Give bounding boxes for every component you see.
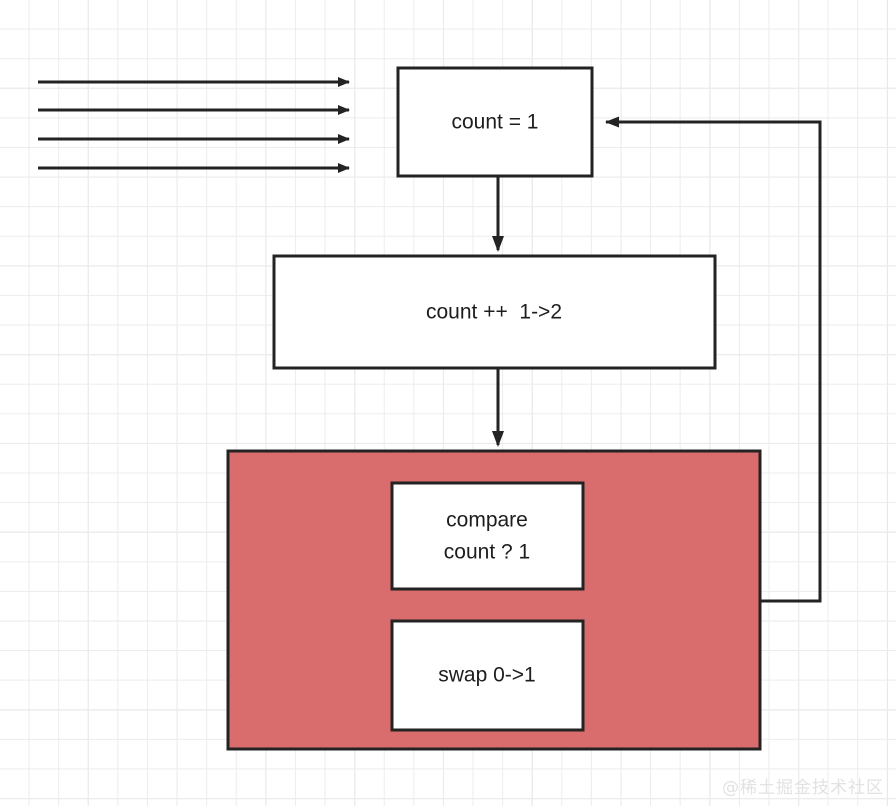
node-increment[interactable] [272, 254, 717, 370]
node-init[interactable] [396, 66, 594, 178]
watermark: @稀土掘金技术社区 [722, 778, 884, 798]
node-swap[interactable] [390, 619, 585, 732]
loop-back-arrow [605, 116, 822, 603]
node-init-label: count = 1 [452, 111, 539, 134]
node-compare-label-line2: count ? 1 [444, 541, 530, 564]
node-compare[interactable] [390, 481, 585, 591]
node-swap-label: swap 0->1 [438, 664, 535, 687]
node-compare-label-line1: compare [446, 509, 528, 532]
node-increment-label: count ++ 1->2 [426, 301, 562, 324]
